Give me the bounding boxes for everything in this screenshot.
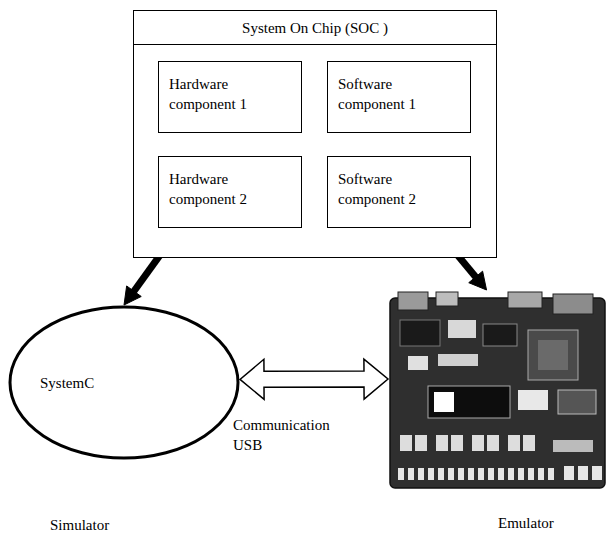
software-box: Software component 2 — [327, 156, 471, 228]
connector-arrow — [240, 359, 388, 399]
emulator-board: Emulator — [388, 290, 607, 497]
hardware-box: Hardware component 2 — [158, 156, 302, 228]
component-label: Hardware component 1 — [169, 74, 279, 114]
connector-label: Communication USB — [233, 415, 343, 455]
simulator-name: SystemC — [40, 373, 94, 393]
simulator-circle: SystemCSimulator — [8, 305, 240, 460]
soc-header-band: System On Chip (SOC ) — [134, 11, 496, 45]
component-label: Software component 1 — [338, 74, 448, 114]
component-label: Hardware component 2 — [169, 169, 279, 209]
component-label: Software component 2 — [338, 169, 448, 209]
soc-title: System On Chip (SOC ) — [242, 18, 388, 38]
simulator-caption: Simulator — [50, 515, 109, 535]
emulator-caption: Emulator — [498, 513, 554, 533]
software-box: Software component 1 — [327, 61, 471, 133]
fpga-board-illustration — [388, 290, 607, 497]
hardware-box: Hardware component 1 — [158, 61, 302, 133]
soc-container: System On Chip (SOC ) Hardware component … — [133, 10, 497, 258]
